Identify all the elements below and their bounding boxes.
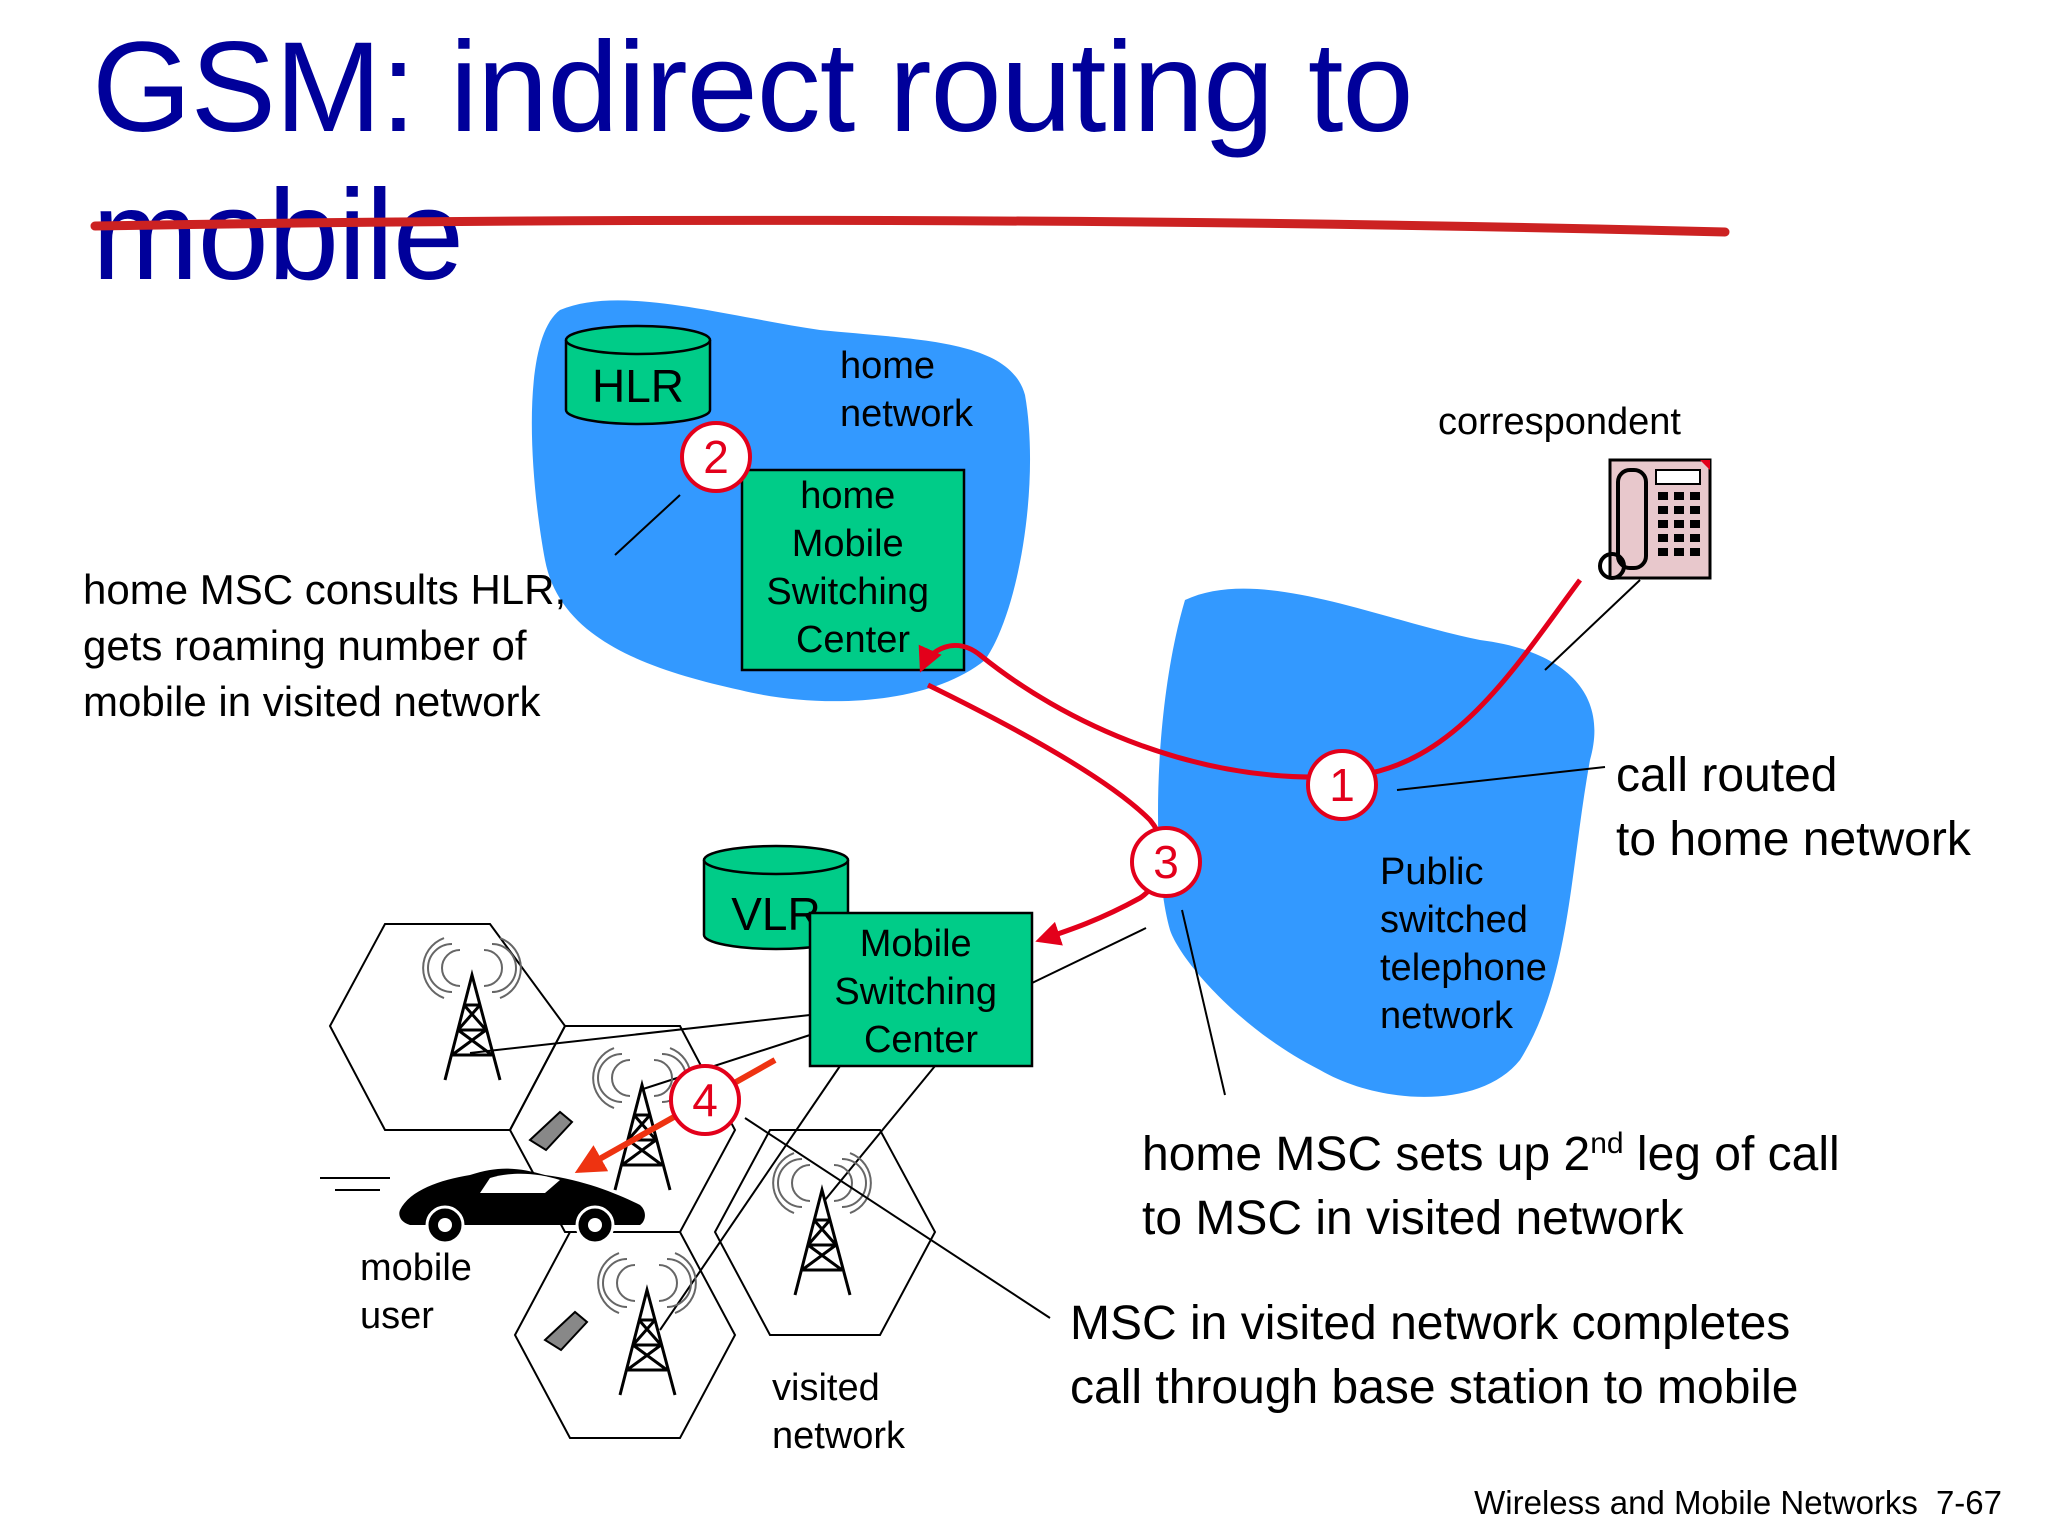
slide-footer: Wireless and Mobile Networks 7-67 [1474, 1484, 2002, 1522]
antenna-icon-4 [772, 1152, 872, 1296]
annotation-step-4-line-2: call through base station to mobile [1070, 1361, 1799, 1414]
pstn-cloud [1158, 588, 1595, 1097]
visited-msc-pstn-link [1031, 927, 1147, 984]
svg-text:Mobile Switching C: Mobile Switching Center [834, 923, 1007, 1061]
hlr-label: HLR [592, 360, 684, 412]
antenna-icon-1 [422, 937, 522, 1081]
annotation-step-3-line-2: to MSC in visited network [1142, 1192, 1684, 1245]
home-network-label: home network [840, 345, 974, 435]
step-4-marker: 4 [669, 1064, 741, 1136]
visited-msc-box: Mobile Switching Center [808, 911, 1034, 1068]
step-1-marker: 1 [1306, 749, 1378, 821]
svg-text:1: 1 [1329, 759, 1355, 811]
annotation-step-4: MSC in visited network completes call th… [1070, 1292, 1798, 1420]
svg-text:4: 4 [692, 1074, 718, 1126]
title-line-1: GSM: indirect routing to [92, 16, 1414, 159]
cell-3 [513, 1231, 737, 1439]
annotation-step-2-line-3: mobile in visited network [83, 678, 541, 725]
step-2-marker: 2 [680, 421, 752, 493]
title-line-2: mobile [92, 164, 464, 307]
step-4-leader-line [744, 1117, 1051, 1319]
pstn-label: Public switched telephone network [1380, 851, 1558, 1037]
hlr-database: HLR [564, 324, 712, 426]
telephone-leader-line [1544, 579, 1641, 671]
annotation-step-1-line-1: call routed [1616, 749, 1838, 802]
slide-title: GSM: indirect routing to mobile [92, 14, 1652, 310]
svg-text:3: 3 [1153, 836, 1179, 888]
annotation-step-2-line-1: home MSC consults HLR, [83, 566, 567, 613]
footer-title: Wireless and Mobile Networks [1474, 1484, 1918, 1521]
call-path-to-home [918, 578, 1583, 780]
visited-network-label: visited network [772, 1367, 906, 1457]
strike-through-line [90, 215, 1730, 237]
home-msc-box: home Mobile Switching Center [740, 468, 966, 672]
call-path-to-visited [926, 682, 1166, 946]
annotation-step-3: home MSC sets up 2nd leg of call to MSC … [1142, 1112, 1840, 1251]
cell-4 [713, 1129, 937, 1336]
car-icon [320, 1168, 645, 1245]
antenna-icon-3 [597, 1252, 697, 1396]
cellphone-icon-1 [528, 1110, 574, 1152]
cellphone-icon-2 [543, 1310, 589, 1352]
telephone-icon [1598, 458, 1712, 580]
annotation-step-1-line-2: to home network [1616, 813, 1971, 866]
annotation-step-3-line-1: home MSC sets up 2nd leg of call [1142, 1127, 1840, 1181]
step-3-marker: 3 [1130, 826, 1202, 898]
annotation-step-2-line-2: gets roaming number of [83, 622, 527, 669]
annotation-step-1: call routed to home network [1616, 744, 1971, 872]
correspondent-label: correspondent [1438, 401, 1681, 443]
annotation-step-2: home MSC consults HLR, gets roaming numb… [83, 562, 566, 730]
cell-grid [328, 923, 937, 1439]
step-1-leader-line [1396, 766, 1606, 791]
svg-text:home Mobile Switch: home Mobile Switching Center [766, 475, 939, 661]
step-2-leader-line [614, 494, 681, 556]
ordinal-superscript: nd [1590, 1127, 1624, 1160]
page-number: 7-67 [1935, 1484, 2002, 1521]
annotation-step-4-line-1: MSC in visited network completes [1070, 1297, 1791, 1350]
svg-text:2: 2 [703, 431, 729, 483]
step-3-leader-line [1181, 909, 1226, 1096]
mobile-user-label: mobile user [360, 1247, 483, 1337]
cell-2 [508, 1025, 737, 1233]
vlr-label: VLR [731, 888, 820, 940]
